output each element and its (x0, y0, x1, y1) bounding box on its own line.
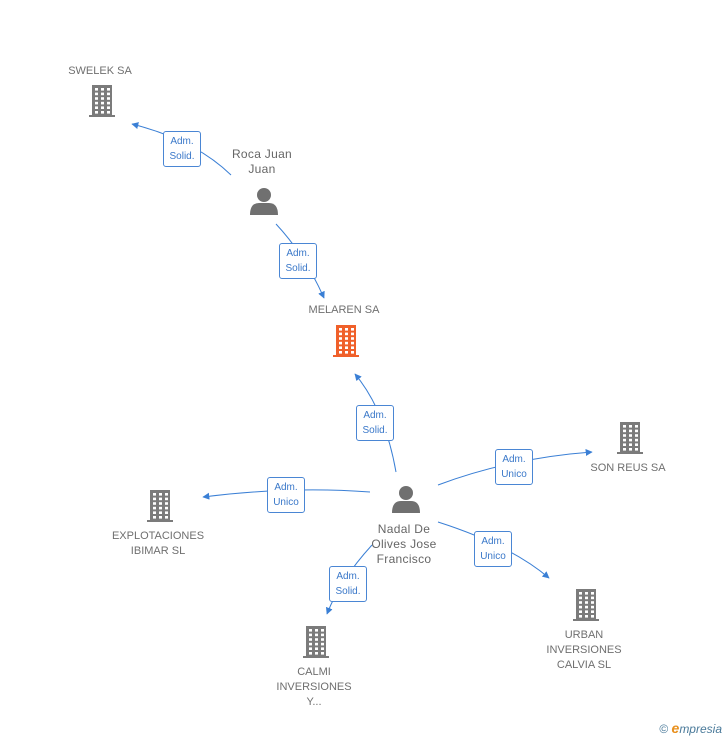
node-label-nadal[interactable]: Nadal De Olives Jose Francisco (371, 522, 437, 566)
edge-label-nadal-to-explotaciones[interactable]: Adm. Unico (267, 477, 305, 513)
node-label-calmi[interactable]: CALMI INVERSIONES Y... (276, 666, 352, 708)
icons-layer (89, 85, 643, 658)
person-icon-roca[interactable] (250, 188, 278, 215)
brand-name: mpresia (679, 722, 722, 736)
edge-label-nadal-to-sonreus[interactable]: Adm. Unico (495, 449, 533, 485)
building-icon-sonreus[interactable] (617, 422, 643, 454)
node-label-sonreus[interactable]: SON REUS SA (590, 462, 666, 474)
building-icon-melaren[interactable] (333, 325, 359, 357)
edge-label-nadal-to-melaren[interactable]: Adm. Solid. (356, 405, 394, 441)
edge-label-roca-to-swelek[interactable]: Adm. Solid. (163, 131, 201, 167)
node-label-roca[interactable]: Roca Juan Juan (231, 147, 293, 176)
node-label-urban[interactable]: URBAN INVERSIONES CALVIA SL (546, 629, 622, 671)
edge-label-roca-to-melaren[interactable]: Adm. Solid. (279, 243, 317, 279)
brand-logo-mark: e (671, 720, 680, 736)
person-icon-nadal[interactable] (392, 486, 420, 513)
edge-label-nadal-to-calmi[interactable]: Adm. Solid. (329, 566, 367, 602)
building-icon-calmi[interactable] (303, 626, 329, 658)
node-label-melaren[interactable]: MELAREN SA (308, 304, 380, 316)
copyright-footer: © empresia (659, 720, 722, 736)
edge-label-nadal-to-urban[interactable]: Adm. Unico (474, 531, 512, 567)
node-label-swelek[interactable]: SWELEK SA (68, 65, 132, 77)
copyright-icon: © (659, 722, 669, 736)
building-icon-explotaciones[interactable] (147, 490, 173, 522)
building-icon-urban[interactable] (573, 589, 599, 621)
building-icon-swelek[interactable] (89, 85, 115, 117)
node-label-explotaciones[interactable]: EXPLOTACIONES IBIMAR SL (111, 530, 205, 557)
